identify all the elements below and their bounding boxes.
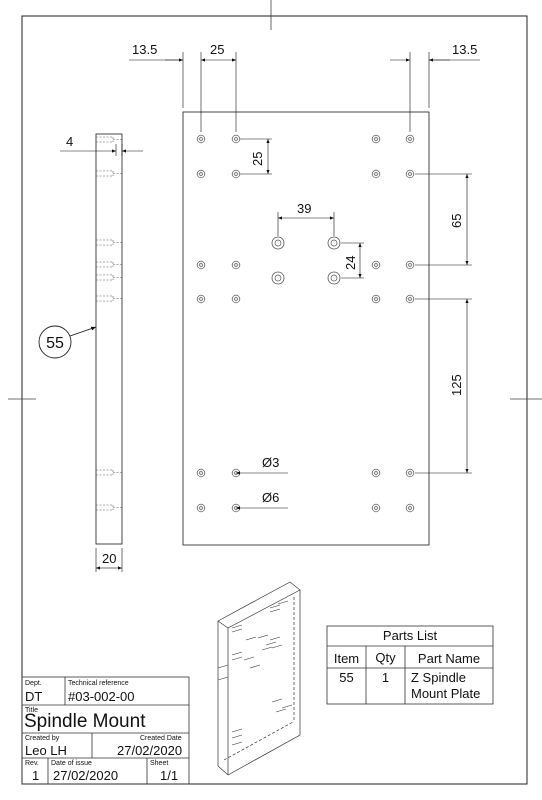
parts-list-title: Parts List — [382, 628, 438, 643]
drawing-title: Spindle Mount — [24, 711, 146, 732]
front-view-plate — [182, 111, 430, 546]
parts-list-row-qty: 1 — [381, 670, 390, 685]
sheet-value: 1/1 — [160, 768, 179, 783]
parts-list-row-name-2: Mount Plate — [411, 686, 481, 701]
side-view-plate — [95, 133, 123, 545]
sheet-border — [21, 15, 528, 785]
dept-label: Dept. — [25, 680, 42, 687]
issue-value: 27/02/2020 — [53, 768, 119, 783]
parts-list-row-item: 55 — [339, 670, 354, 685]
item-balloon — [38, 325, 72, 359]
created-date-value: 27/02/2020 — [117, 743, 183, 758]
dept-value: DT — [25, 689, 43, 704]
created-by-label: Created by — [25, 735, 60, 742]
title-label: Title — [25, 707, 38, 714]
isometric-view — [217, 581, 301, 776]
side-view-hidden-holes — [96, 136, 122, 511]
dim-side-width: 20 — [102, 551, 116, 566]
created-by-value: Leo LH — [25, 743, 67, 758]
dim-hole-spacing-top: 25 — [210, 42, 224, 57]
dim-left-margin: 13.5 — [132, 42, 157, 57]
dim-right-spacing-upper: 65 — [449, 214, 464, 228]
rev-value: 1 — [32, 768, 40, 783]
parts-list-header-name: Part Name — [417, 651, 481, 666]
tech-ref-label: Technical reference — [68, 680, 129, 687]
dim-center-hole-spacing: 39 — [297, 201, 311, 216]
parts-list-table — [326, 625, 494, 705]
sheet-label: Sheet — [150, 760, 169, 767]
dim-small-hole-dia: Ø3 — [262, 455, 279, 470]
title-block — [21, 676, 190, 785]
mounting-holes — [195, 133, 416, 514]
dim-hole-spacing-vertical: 25 — [250, 152, 265, 166]
created-date-label: Created Date — [140, 735, 182, 742]
dim-side-thickness: 4 — [66, 134, 73, 149]
issue-label: Date of issue — [51, 760, 92, 767]
dim-right-margin: 13.5 — [452, 42, 477, 57]
tech-ref-value: #03-002-00 — [68, 689, 135, 704]
dim-large-hole-dia: Ø6 — [262, 490, 279, 505]
center-holes — [271, 236, 341, 285]
parts-list-header-item: Item — [333, 651, 360, 666]
dim-right-spacing-lower: 125 — [449, 374, 464, 396]
parts-list-header-qty: Qty — [375, 650, 396, 665]
item-balloon-label: 55 — [46, 335, 64, 352]
rev-label: Rev. — [25, 760, 39, 767]
dim-center-vertical: 24 — [343, 256, 358, 270]
parts-list-row-name-1: Z Spindle — [411, 670, 466, 685]
